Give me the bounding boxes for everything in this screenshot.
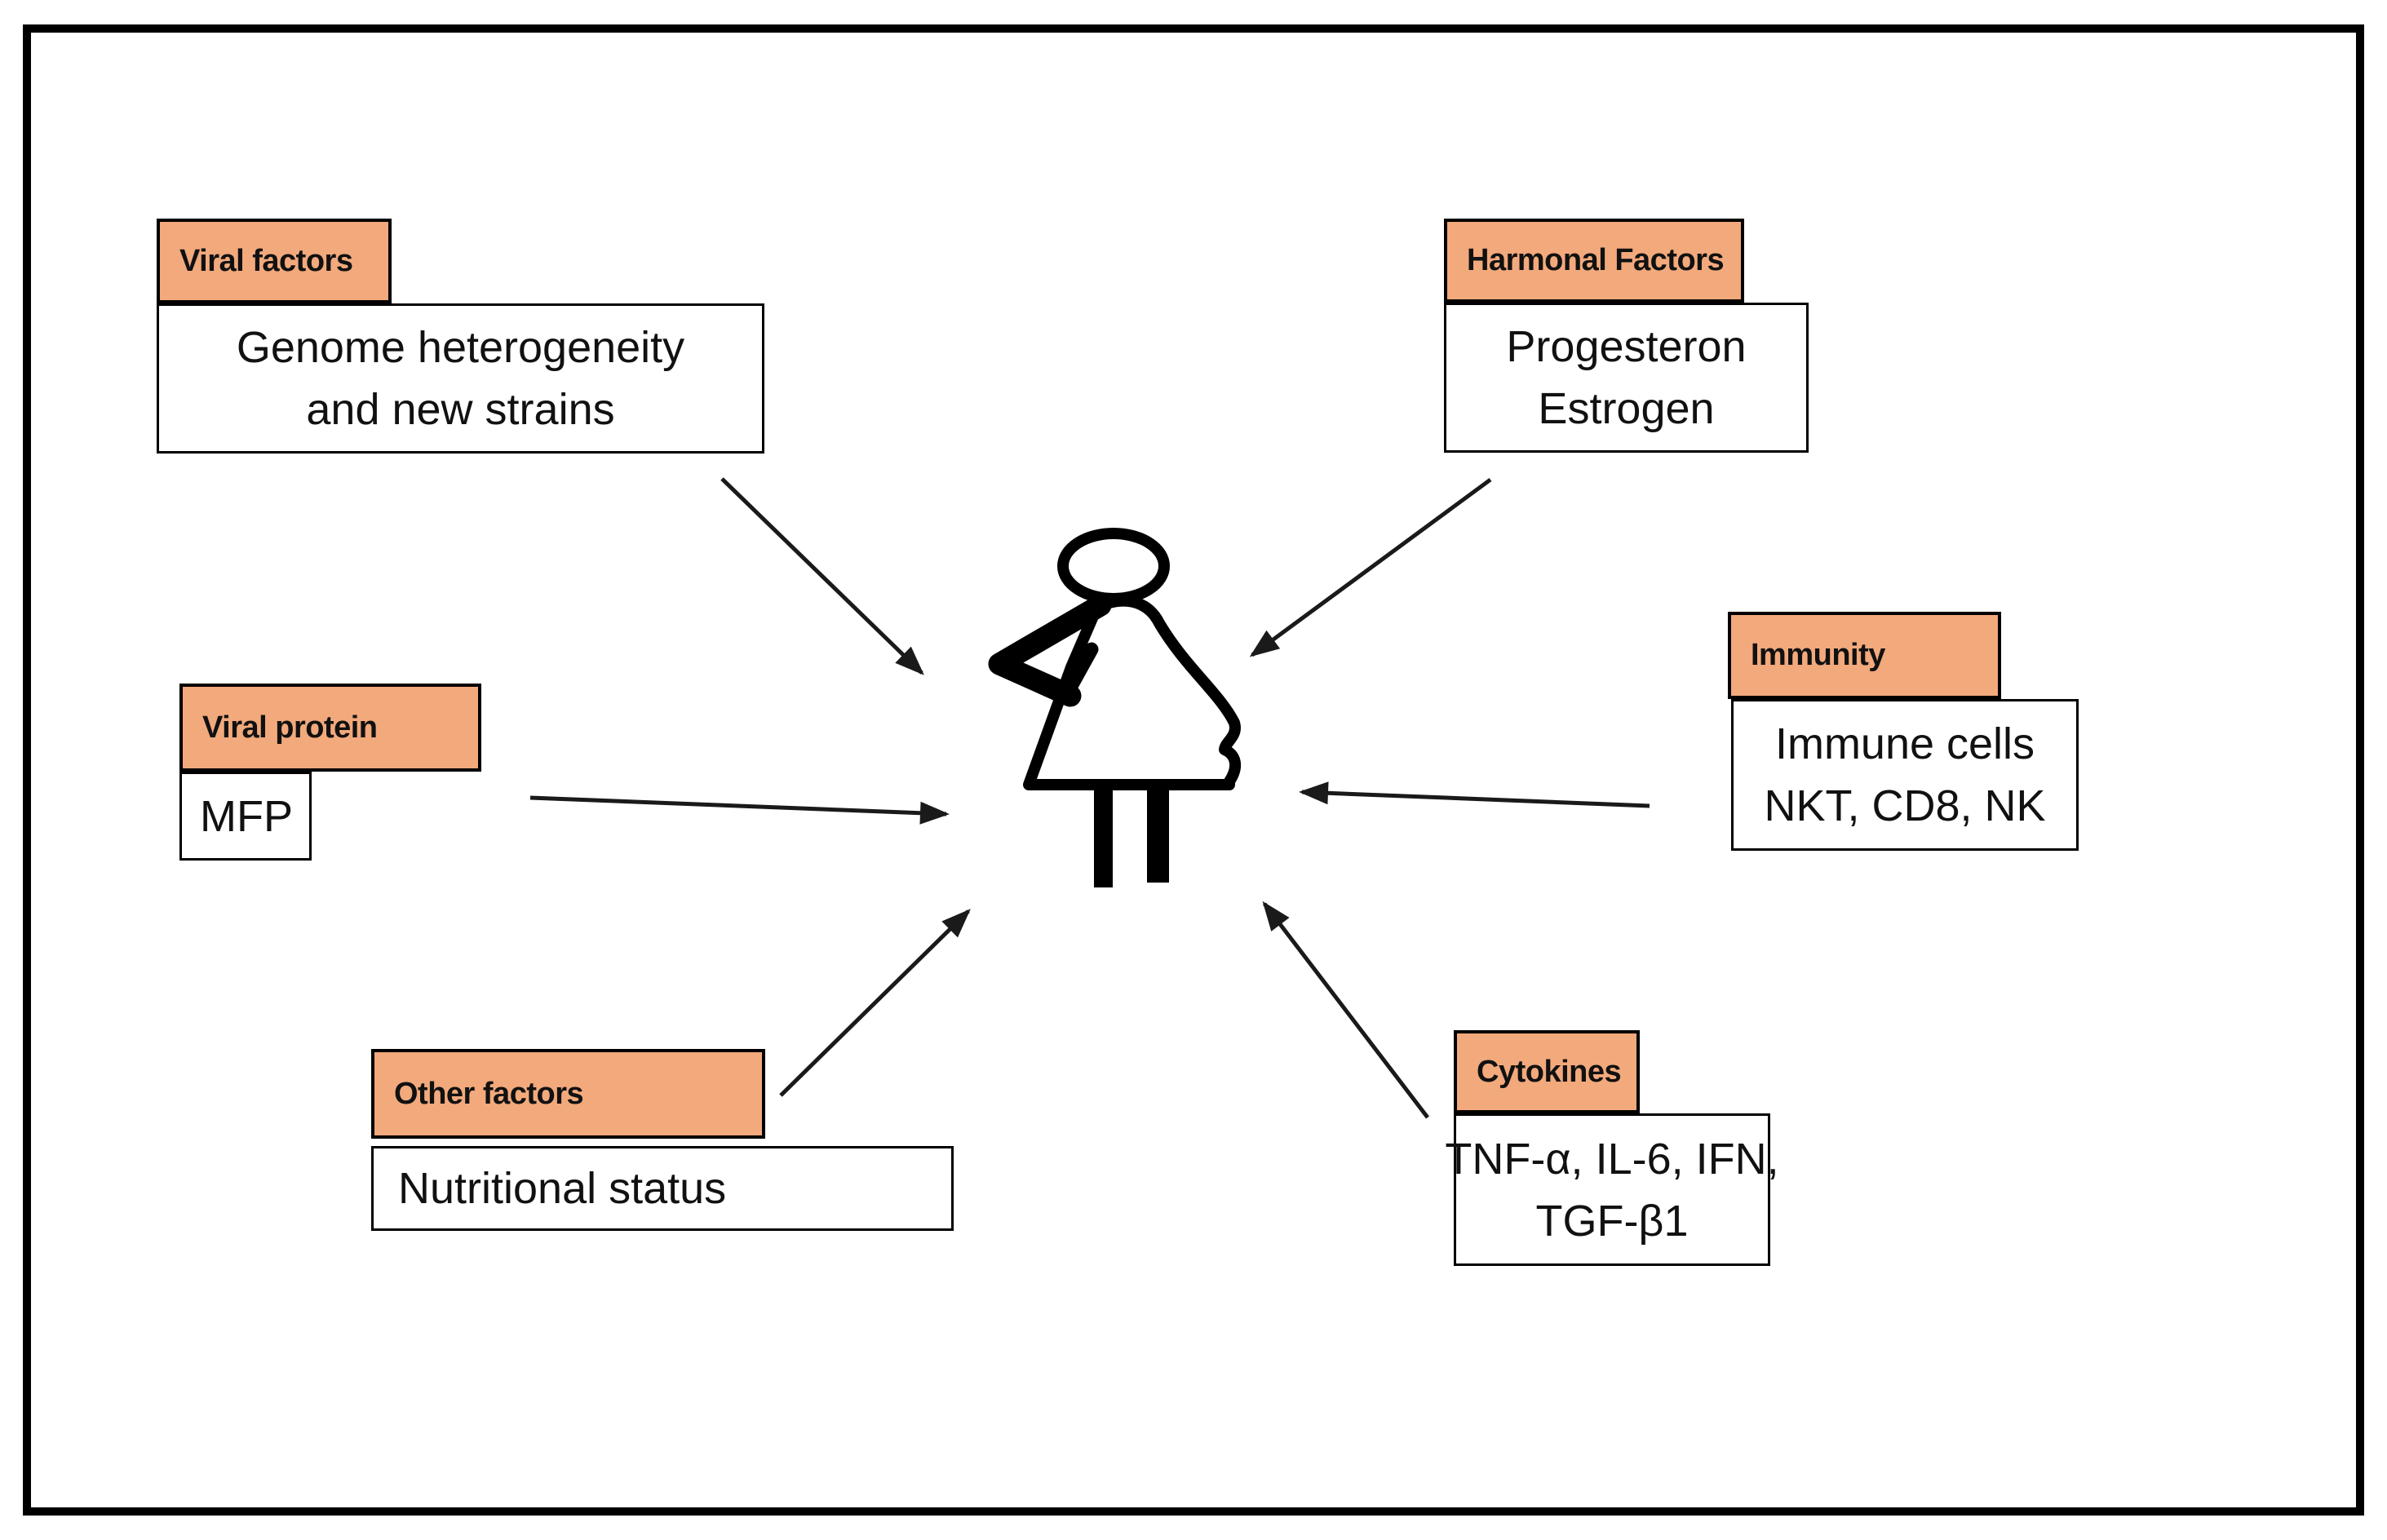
factor-line: Progesteron bbox=[1506, 322, 1747, 371]
factor-header-viral-protein: Viral protein bbox=[179, 684, 481, 772]
pregnant-woman-hand bbox=[1059, 642, 1099, 702]
arrow-viral-protein bbox=[529, 795, 950, 825]
pregnant-woman-arm bbox=[988, 594, 1112, 707]
pregnant-woman-leg bbox=[1147, 785, 1169, 883]
factor-line: Estrogen bbox=[1538, 384, 1715, 433]
factor-line: Immune cells bbox=[1774, 719, 2035, 768]
factor-body-cytokines: TNF-α, IL-6, IFN, TGF-β1 bbox=[1445, 1113, 1779, 1266]
factor-header-other-factors: Other factors bbox=[371, 1049, 765, 1139]
pregnant-woman-leg bbox=[1094, 785, 1113, 887]
factor-line: Genome heterogeneity bbox=[236, 323, 685, 372]
arrow-viral-factors bbox=[720, 477, 924, 675]
pregnant-woman-icon bbox=[988, 528, 1242, 887]
factor-line: TGF-β1 bbox=[1535, 1196, 1689, 1246]
factor-header-immunity: Immunity bbox=[1728, 612, 2001, 699]
factor-line: and new strains bbox=[306, 385, 615, 434]
factor-line: MFP bbox=[200, 791, 293, 841]
factor-line: Nutritional status bbox=[398, 1164, 727, 1213]
pregnant-woman-head bbox=[1057, 528, 1170, 604]
factor-body-viral-factors: Genome heterogeneity and new strains bbox=[157, 303, 764, 454]
factor-header-hormonal-factors: Harmonal Factors bbox=[1444, 219, 1744, 303]
factor-body-hormonal-factors: Progesteron Estrogen bbox=[1444, 303, 1809, 453]
arrow-immunity bbox=[1299, 781, 1650, 808]
factor-line: NKT, CD8, NK bbox=[1764, 781, 2046, 830]
arrow-hormonal-factors bbox=[1249, 477, 1492, 657]
factor-body-viral-protein: MFP bbox=[179, 772, 312, 861]
factor-body-immunity: Immune cells NKT, CD8, NK bbox=[1731, 699, 2079, 851]
factor-header-cytokines: Cytokines bbox=[1454, 1030, 1640, 1113]
arrow-cytokines bbox=[1262, 901, 1429, 1119]
factor-body-other-factors: Nutritional status bbox=[371, 1146, 954, 1231]
outer-border bbox=[23, 24, 2364, 1516]
arrow-other-factors bbox=[779, 909, 971, 1097]
factor-header-viral-factors: Viral factors bbox=[157, 219, 392, 303]
factor-line: TNF-α, IL-6, IFN, bbox=[1445, 1134, 1779, 1184]
pregnant-woman-body bbox=[1023, 595, 1242, 790]
